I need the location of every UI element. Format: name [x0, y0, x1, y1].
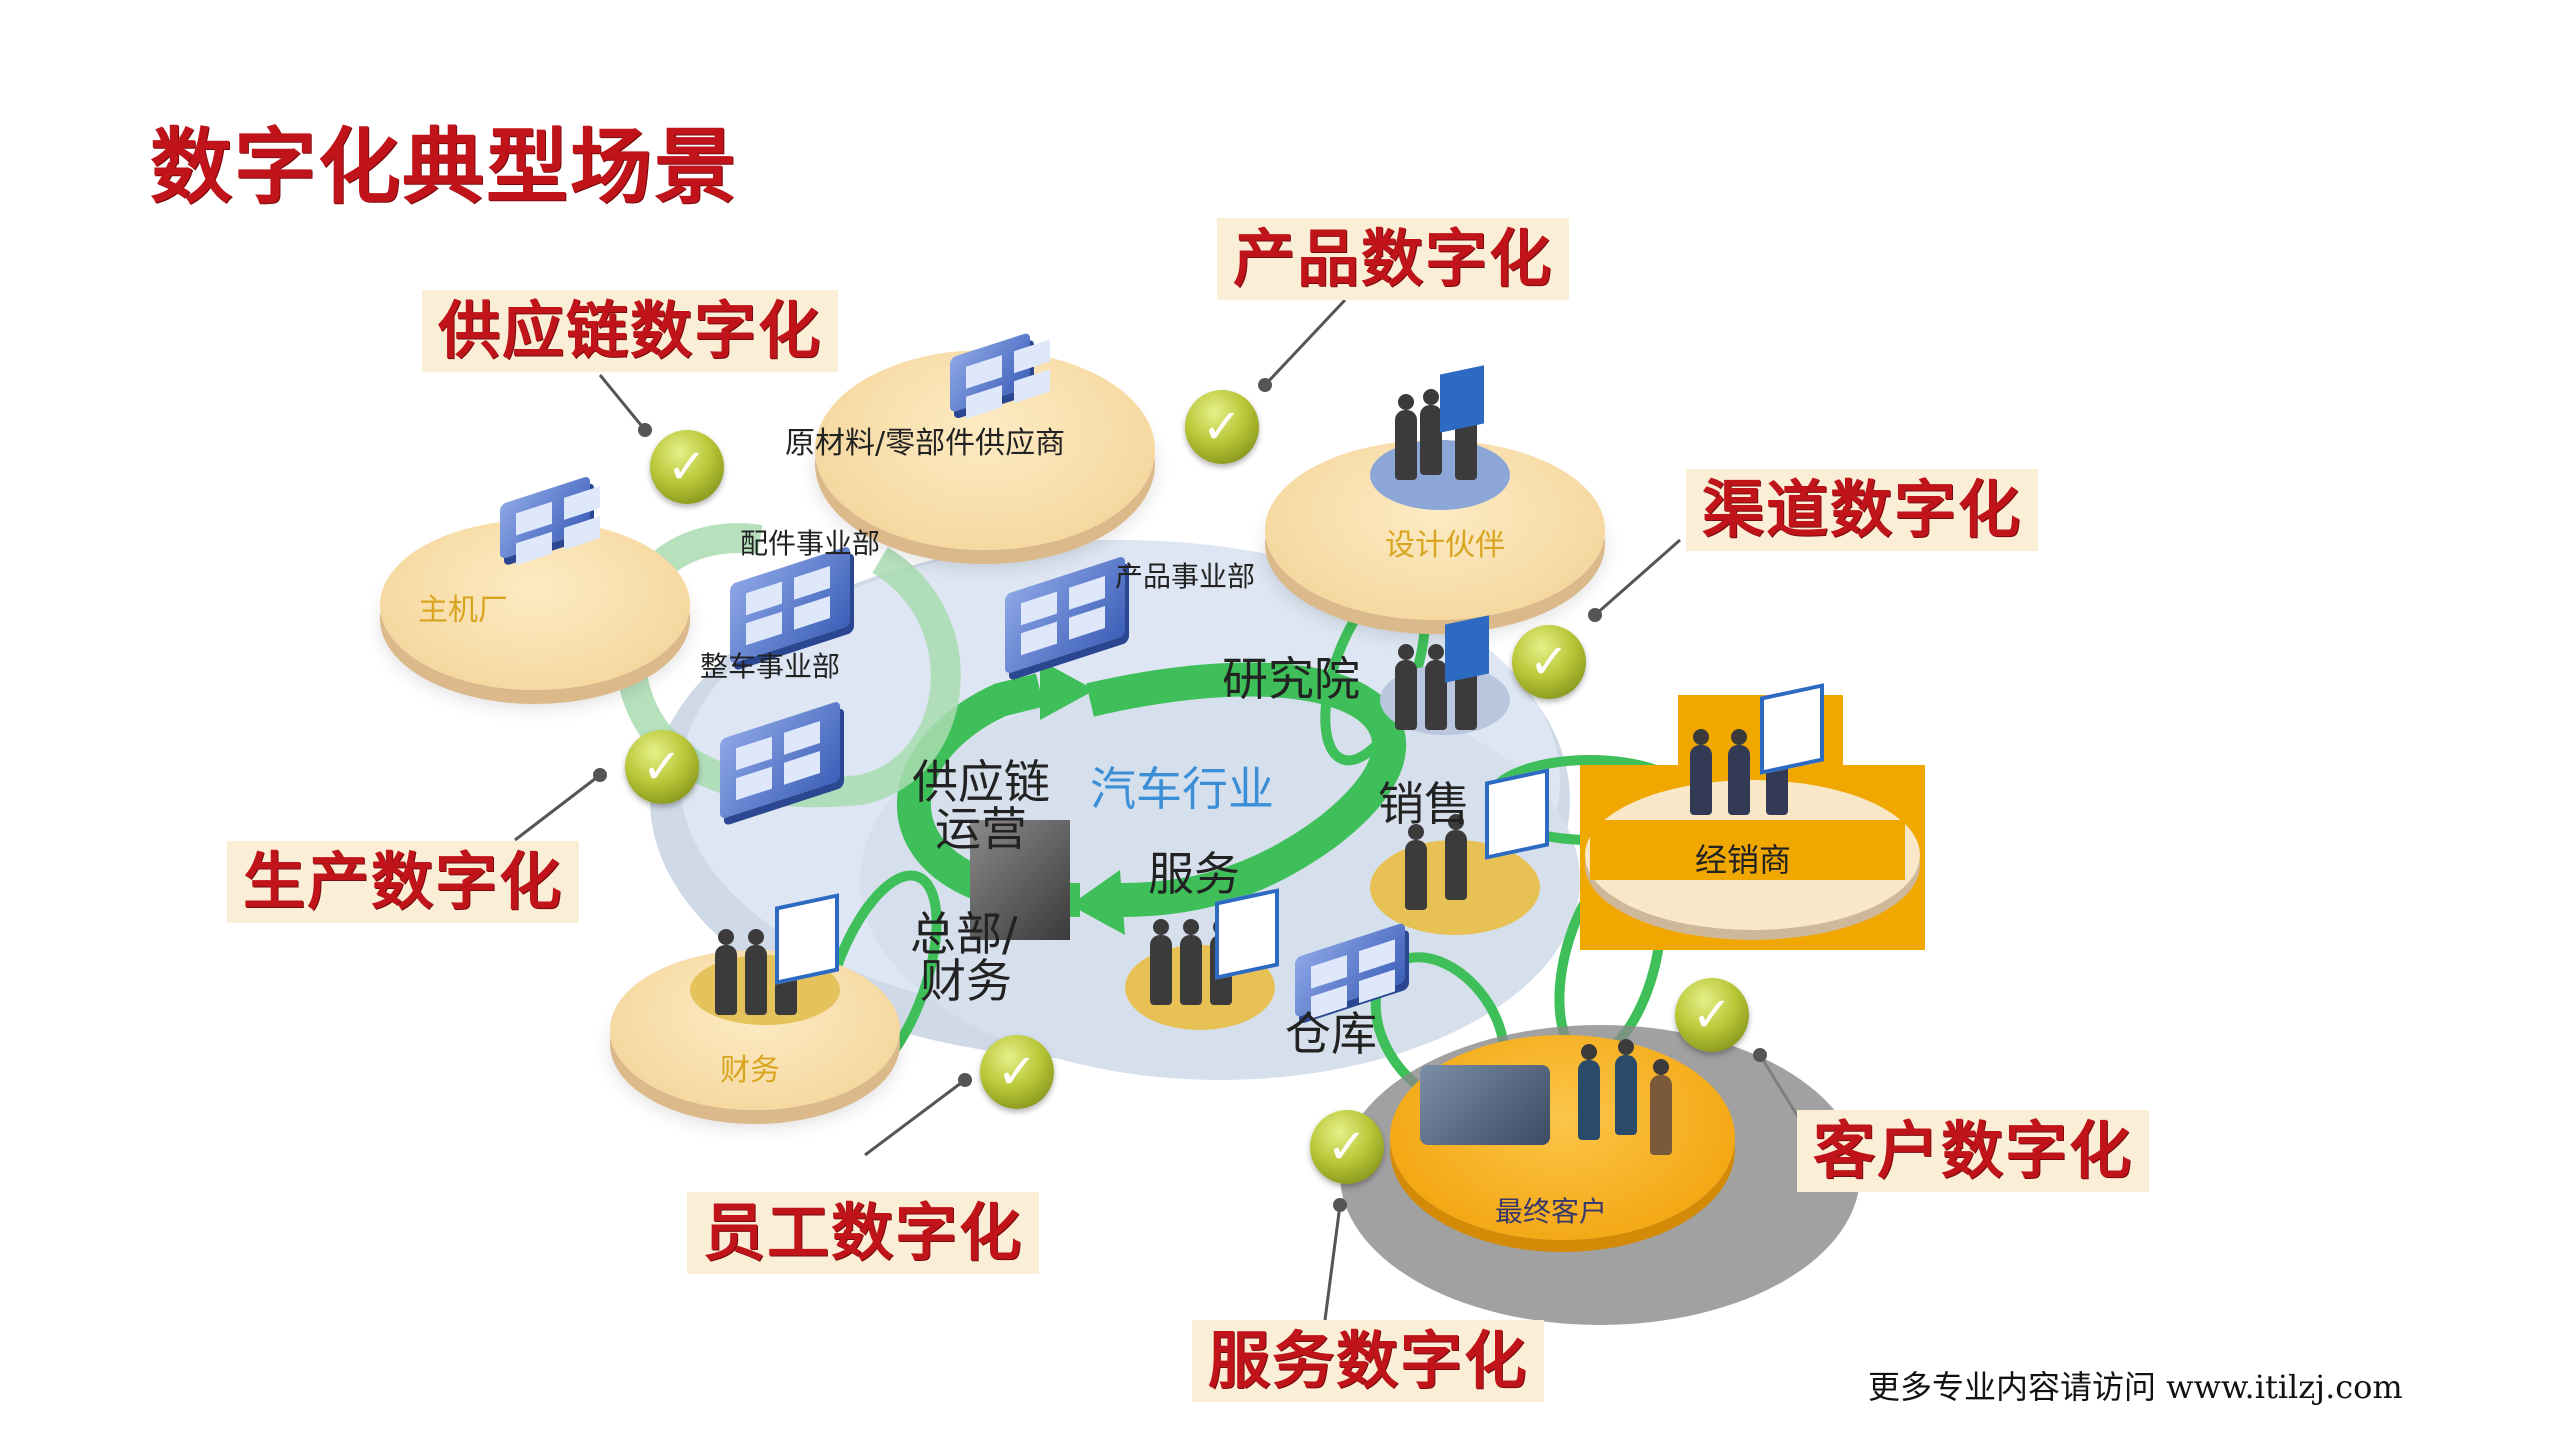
person-icon [1650, 1059, 1672, 1155]
person-icon [1395, 644, 1417, 730]
label-parts-division: 配件事业部 [740, 527, 881, 560]
label-hq-finance-2: 财务 [920, 954, 1012, 1008]
connector-dot [1753, 1048, 1767, 1062]
label-hq-finance-1: 总部/ [910, 907, 1018, 961]
person-icon [1425, 644, 1447, 730]
label-end-customer: 最终客户 [1495, 1195, 1608, 1228]
connector-dot [1333, 1198, 1347, 1212]
person-icon [745, 929, 767, 1015]
person-icon [715, 929, 737, 1015]
check-icon: ✓ [1185, 390, 1259, 464]
person-icon [1728, 729, 1750, 815]
connector-dot [1258, 378, 1272, 392]
category-service: 服务数字化 [1192, 1320, 1545, 1402]
person-icon [1395, 394, 1417, 480]
presentation-board-icon [1485, 768, 1549, 860]
category-channel: 渠道数字化 [1686, 469, 2039, 551]
chart-board-icon [1215, 888, 1279, 980]
category-supply-chain: 供应链数字化 [422, 290, 839, 372]
label-center-industry: 汽车行业 [1090, 762, 1274, 816]
label-sales: 销售 [1378, 777, 1470, 831]
person-icon [1690, 729, 1712, 815]
check-icon: ✓ [1310, 1110, 1384, 1184]
label-oem: 主机厂 [418, 593, 508, 628]
blueprint-icon [1440, 365, 1484, 433]
check-icon: ✓ [1675, 978, 1749, 1052]
label-product-division: 产品事业部 [1115, 560, 1256, 593]
category-production: 生产数字化 [227, 841, 580, 923]
person-icon [1180, 919, 1202, 1005]
label-vehicle-division: 整车事业部 [700, 650, 841, 683]
label-dealer: 经销商 [1695, 841, 1792, 879]
page-title: 数字化典型场景 [150, 120, 739, 215]
connector-dot [958, 1073, 972, 1087]
person-icon [1445, 814, 1467, 900]
person-icon [1150, 919, 1172, 1005]
label-research-institute: 研究院 [1222, 652, 1360, 706]
check-icon: ✓ [1512, 625, 1586, 699]
label-supplier: 原材料/零部件供应商 [785, 426, 1066, 461]
person-icon [1405, 824, 1427, 910]
label-finance: 财务 [720, 1053, 780, 1088]
disk-oem [380, 520, 690, 690]
category-product: 产品数字化 [1217, 218, 1570, 300]
connector-dot [1588, 608, 1602, 622]
blueprint-icon [1445, 615, 1489, 683]
server-icon [970, 820, 1070, 940]
label-service: 服务 [1148, 847, 1240, 901]
chart-board-icon [1760, 683, 1824, 775]
check-icon: ✓ [625, 730, 699, 804]
label-supply-chain-ops-1: 供应链 [912, 755, 1050, 809]
check-icon: ✓ [980, 1035, 1054, 1109]
category-employee: 员工数字化 [687, 1192, 1040, 1274]
label-supply-chain-ops-2: 运营 [935, 802, 1027, 856]
person-icon [1615, 1039, 1637, 1135]
check-icon: ✓ [650, 430, 724, 504]
cycle-arrow-right [1086, 662, 1407, 917]
dealer-label-band [1590, 820, 1905, 880]
equipment-icon [1420, 1065, 1550, 1145]
person-icon [1578, 1044, 1600, 1140]
person-icon [1420, 389, 1442, 475]
connector-dot [593, 768, 607, 782]
label-warehouse: 仓库 [1285, 1007, 1377, 1061]
watermark-text: 更多专业内容请访问 www.itilzj.com [1868, 1368, 2403, 1406]
chart-board-icon [775, 893, 839, 985]
category-customer: 客户数字化 [1797, 1110, 2150, 1192]
connector-dot [638, 423, 652, 437]
label-design-partner: 设计伙伴 [1385, 528, 1505, 563]
